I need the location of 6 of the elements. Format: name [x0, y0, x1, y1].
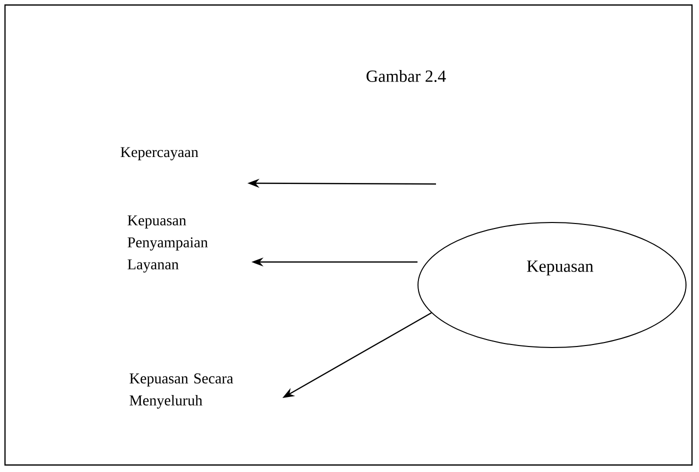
- text-label: Kepuasan Secara Menyeluruh: [130, 373, 234, 409]
- ellipse-label: Kepuasan: [526, 260, 594, 276]
- title: Gambar 2.4: [366, 70, 446, 82]
- text-label: Kepercayaan: [120, 147, 198, 160]
- text-label: Kepuasan Penyampaian Layanan: [128, 215, 208, 273]
- ellipse: [418, 222, 686, 348]
